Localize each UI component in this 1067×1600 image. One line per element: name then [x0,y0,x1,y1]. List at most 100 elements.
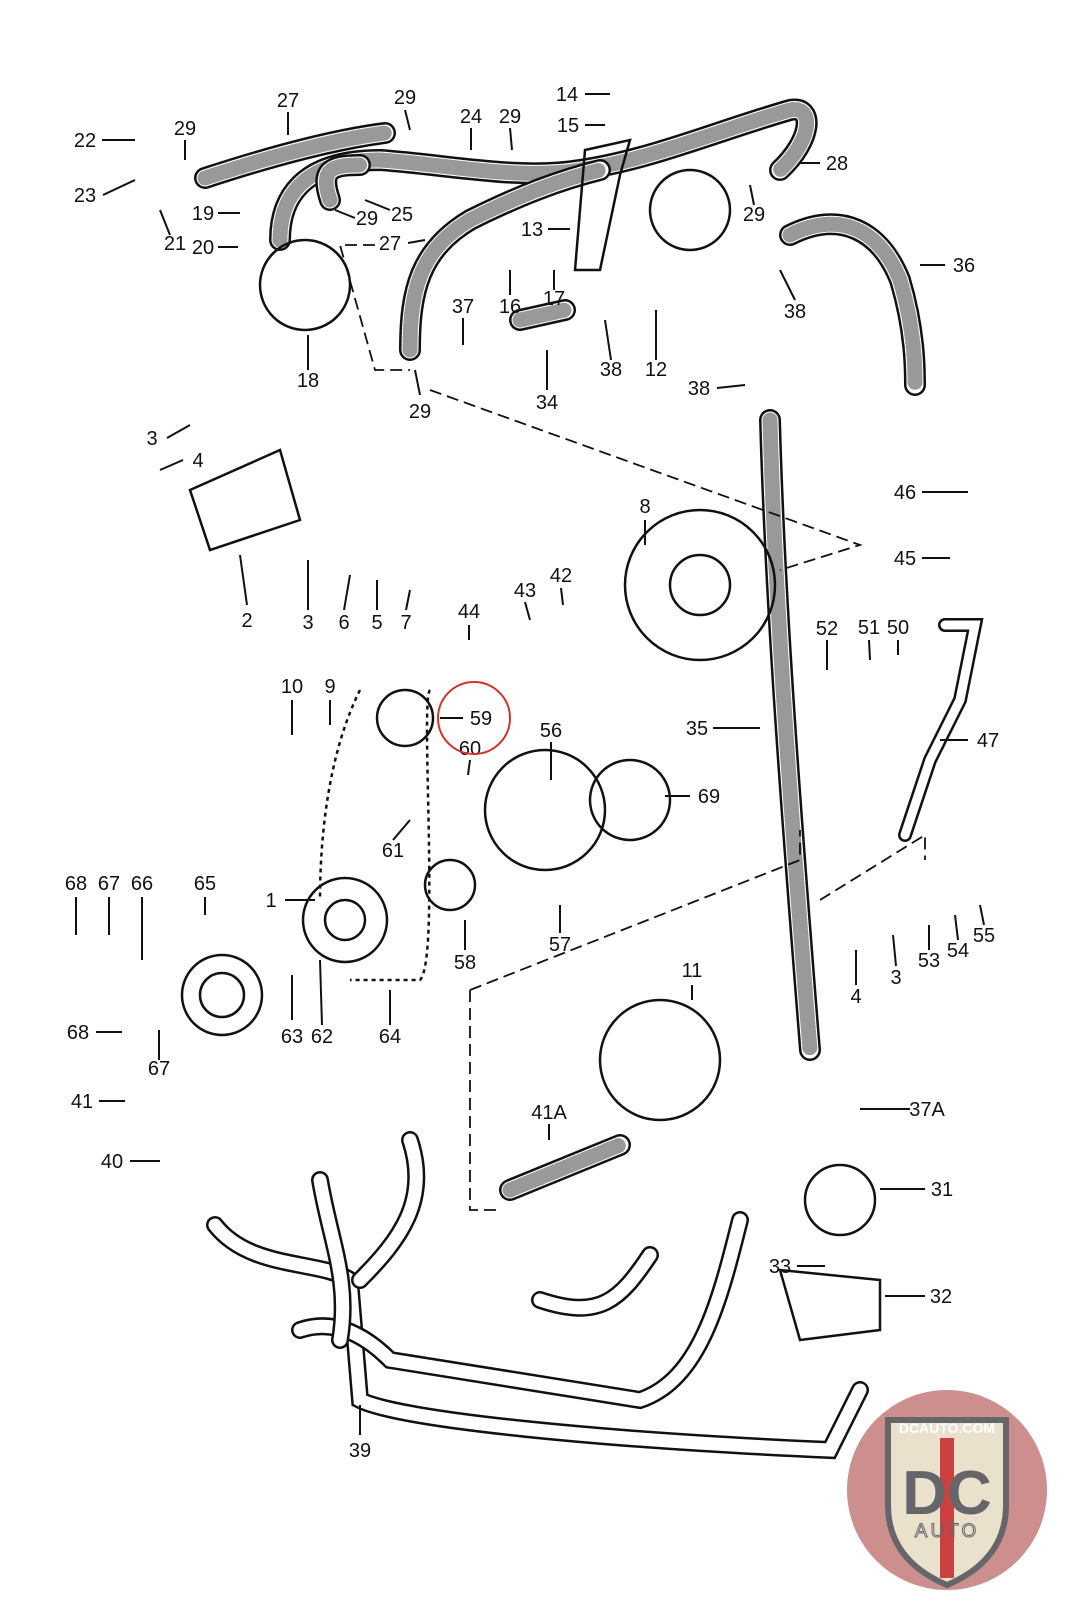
leader-line [467,759,471,776]
assembly-line [338,244,410,371]
leader-line [159,459,184,471]
part-label-2: 2 [241,610,252,632]
part-label-38: 38 [688,378,710,400]
diverter-valve [648,168,732,252]
timing-belt [318,689,432,982]
pipe [206,1216,869,1460]
leader-line [779,269,796,301]
part-label-3: 3 [146,428,157,450]
part-label-50: 50 [887,617,909,639]
part-label-61: 61 [382,840,404,862]
leader-line [102,179,136,196]
leader-line [524,601,531,621]
mounting-bracket [188,448,302,552]
part-label-20: 20 [192,237,214,259]
hose-texture [318,157,368,208]
part-label-34: 34 [536,392,558,414]
pump-housing [483,748,607,872]
part-label-29: 29 [743,204,765,226]
part-label-4: 4 [192,450,203,472]
part-label-5: 5 [371,612,382,634]
leader-line [159,209,171,236]
part-label-31: 31 [931,1179,953,1201]
part-label-64: 64 [379,1026,401,1048]
flange-bore [198,971,246,1019]
part-label-43: 43 [514,580,536,602]
leader-line [392,819,411,841]
leader-line [716,384,746,389]
hose-texture [197,125,393,186]
part-label-44: 44 [458,601,480,623]
part-label-46: 46 [894,482,916,504]
part-label-58: 58 [454,952,476,974]
part-label-29: 29 [499,106,521,128]
part-label-42: 42 [550,565,572,587]
part-label-68: 68 [67,1022,89,1044]
leader-line [334,209,356,219]
part-label-3: 3 [890,967,901,989]
assembly-line [469,830,801,991]
leader-line [239,554,248,606]
part-label-47: 47 [977,730,999,752]
hose-outline [779,213,926,396]
leader-line [407,239,426,244]
leader-line [954,914,959,941]
leader-line [319,959,323,1026]
part-label-41: 41 [71,1091,93,1113]
highlight-circle [437,681,511,755]
part-label-51: 51 [858,617,880,639]
part-label-67: 67 [98,873,120,895]
part-label-16: 16 [499,296,521,318]
part-label-29: 29 [394,87,416,109]
cam-pulley [375,688,435,748]
part-label-39: 39 [349,1440,371,1462]
part-label-29: 29 [356,208,378,230]
part-label-56: 56 [540,720,562,742]
assembly-line [429,389,863,571]
part-label-22: 22 [74,130,96,152]
hose-texture [502,1137,628,1198]
part-label-4: 4 [850,986,861,1008]
part-label-10: 10 [281,676,303,698]
part-label-29: 29 [409,401,431,423]
part-label-23: 23 [74,185,96,207]
hose-texture [762,412,818,1058]
part-label-35: 35 [686,718,708,740]
leader-line [892,934,897,967]
leader-lines [75,93,985,1435]
hose-texture [402,162,608,358]
part-label-3: 3 [302,612,313,634]
air-filter-body [598,998,722,1122]
part-label-27: 27 [277,90,299,112]
part-label-27: 27 [379,233,401,255]
part-label-69: 69 [698,786,720,808]
part-label-38: 38 [784,301,806,323]
leader-line [749,184,755,206]
crank-pulley [301,876,389,964]
part-label-60: 60 [459,738,481,760]
part-label-21: 21 [164,233,186,255]
part-label-37: 37 [452,296,474,318]
part-label-54: 54 [947,940,969,962]
part-label-38: 38 [600,359,622,381]
part-label-63: 63 [281,1026,303,1048]
leader-line [560,587,564,606]
part-label-19: 19 [192,203,214,225]
part-label-62: 62 [311,1026,333,1048]
part-label-15: 15 [557,115,579,137]
part-label-25: 25 [391,204,413,226]
part-label-7: 7 [400,612,411,634]
leader-line [868,639,871,661]
part-label-40: 40 [101,1151,123,1173]
part-label-45: 45 [894,548,916,570]
dcauto-watermark: DCAUTO.COM DC AUTO [847,1390,1047,1590]
gasket [588,758,672,842]
leader-line [364,199,391,211]
gasket-plate [778,1268,882,1342]
part-label-59: 59 [470,708,492,730]
part-label-67: 67 [148,1058,170,1080]
part-label-36: 36 [953,255,975,277]
part-label-57: 57 [549,934,571,956]
